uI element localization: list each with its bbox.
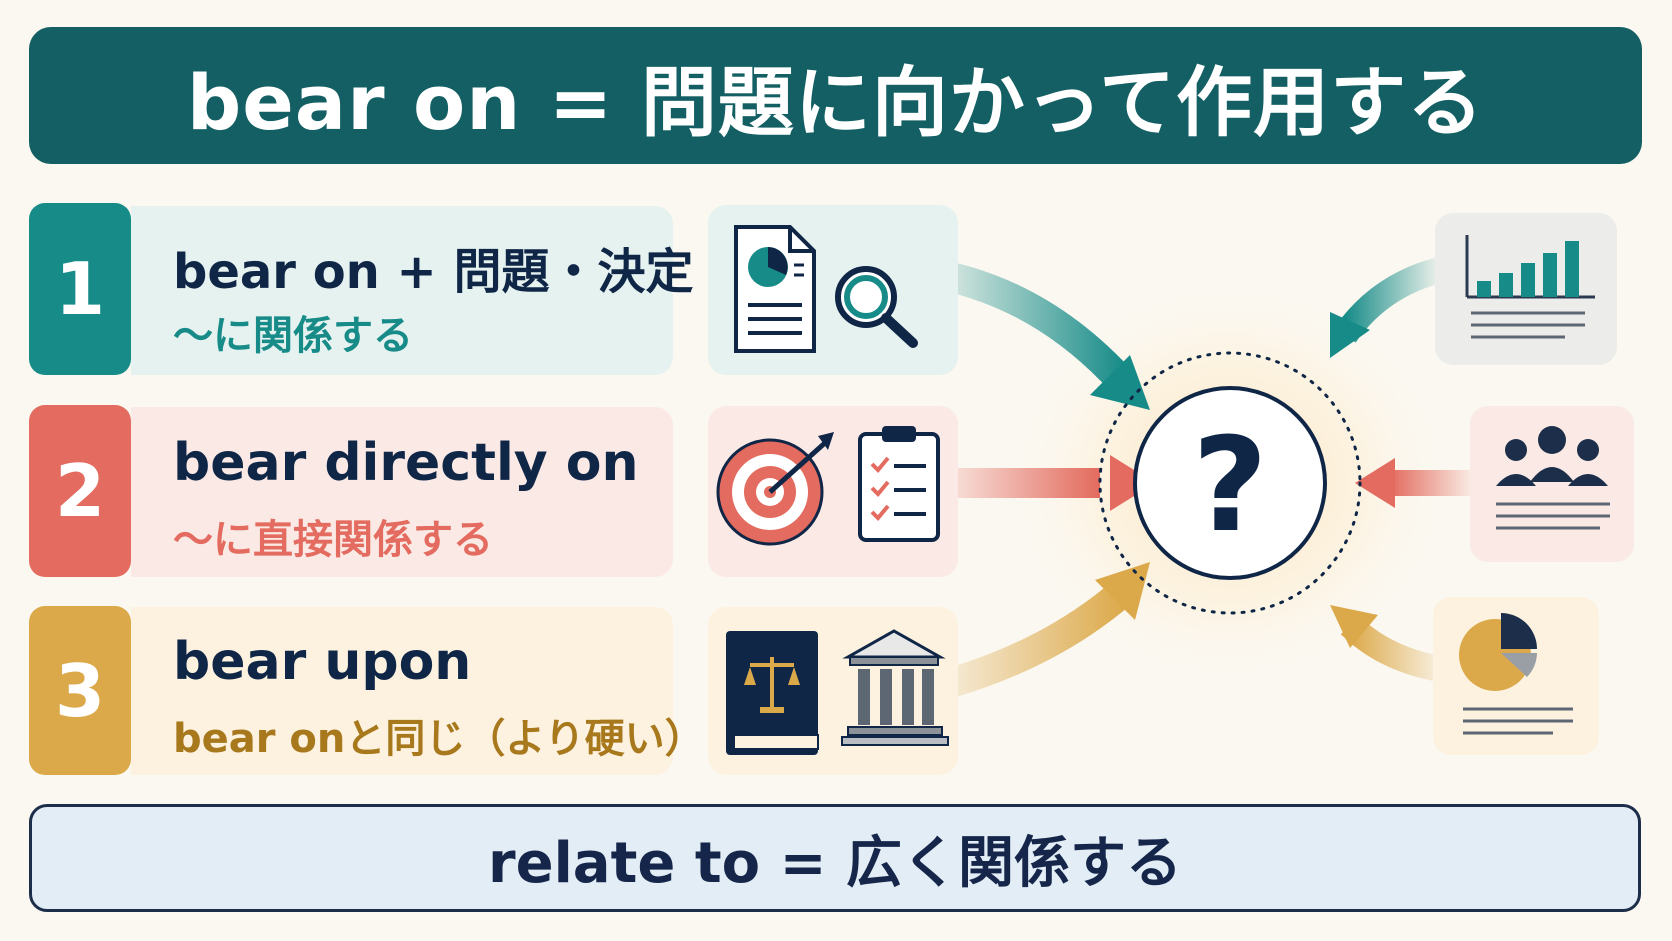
page-title: bear on = 問題に向かって作用する — [186, 57, 1485, 147]
title-bar: bear on = 問題に向かって作用する — [29, 27, 1642, 164]
row-2-meaning: 〜に直接関係する — [173, 517, 493, 563]
row-2-number: 2 — [54, 449, 106, 533]
people-group-icon — [1496, 426, 1610, 530]
center-circle — [1133, 386, 1327, 580]
question-mark-icon: ? — [1135, 395, 1325, 575]
bar-chart-report-icon — [1465, 235, 1595, 339]
row-1-number: 1 — [54, 247, 106, 331]
row-2-phrase: bear directly on — [173, 433, 639, 493]
row-1-number-box: 1 — [29, 203, 131, 375]
arrow-teal-right — [1330, 257, 1444, 358]
row-3-number-box: 3 — [29, 606, 131, 775]
law-book-icon — [726, 631, 819, 755]
arrow-red-right — [1355, 458, 1475, 508]
center-symbol: ? — [1192, 409, 1268, 561]
target-arrow-icon — [716, 432, 834, 546]
row-1-panel — [131, 206, 673, 375]
dotted-ring — [1098, 351, 1362, 615]
courthouse-icon — [841, 629, 949, 746]
icon-panel-1 — [708, 205, 958, 375]
row-3-panel — [131, 607, 673, 775]
right-panel-2 — [1470, 406, 1634, 562]
footer-text: relate to = 広く関係する — [488, 830, 1182, 896]
arrow-gold-right — [1330, 605, 1448, 683]
row-3-phrase: bear upon — [173, 632, 472, 692]
arrow-red-left — [930, 455, 1155, 511]
document-pie-chart-icon — [734, 225, 816, 353]
clipboard-checklist-icon — [858, 426, 940, 542]
icon-panel-3 — [708, 607, 958, 775]
right-panel-1 — [1435, 213, 1617, 365]
row-3-meaning: bear onと同じ（より硬い） — [173, 716, 705, 762]
right-panel-3 — [1433, 597, 1599, 755]
icon-panel-2 — [708, 406, 958, 577]
pie-chart-report-icon — [1459, 613, 1573, 735]
row-2-number-box: 2 — [29, 405, 131, 577]
row-1-phrase: bear on + 問題・決定 — [173, 244, 694, 300]
magnifier-icon — [835, 266, 918, 348]
row-2-panel — [131, 407, 673, 577]
footer-box: relate to = 広く関係する — [29, 804, 1641, 912]
row-1-meaning: 〜に関係する — [173, 313, 413, 359]
row-3-number: 3 — [54, 648, 106, 733]
